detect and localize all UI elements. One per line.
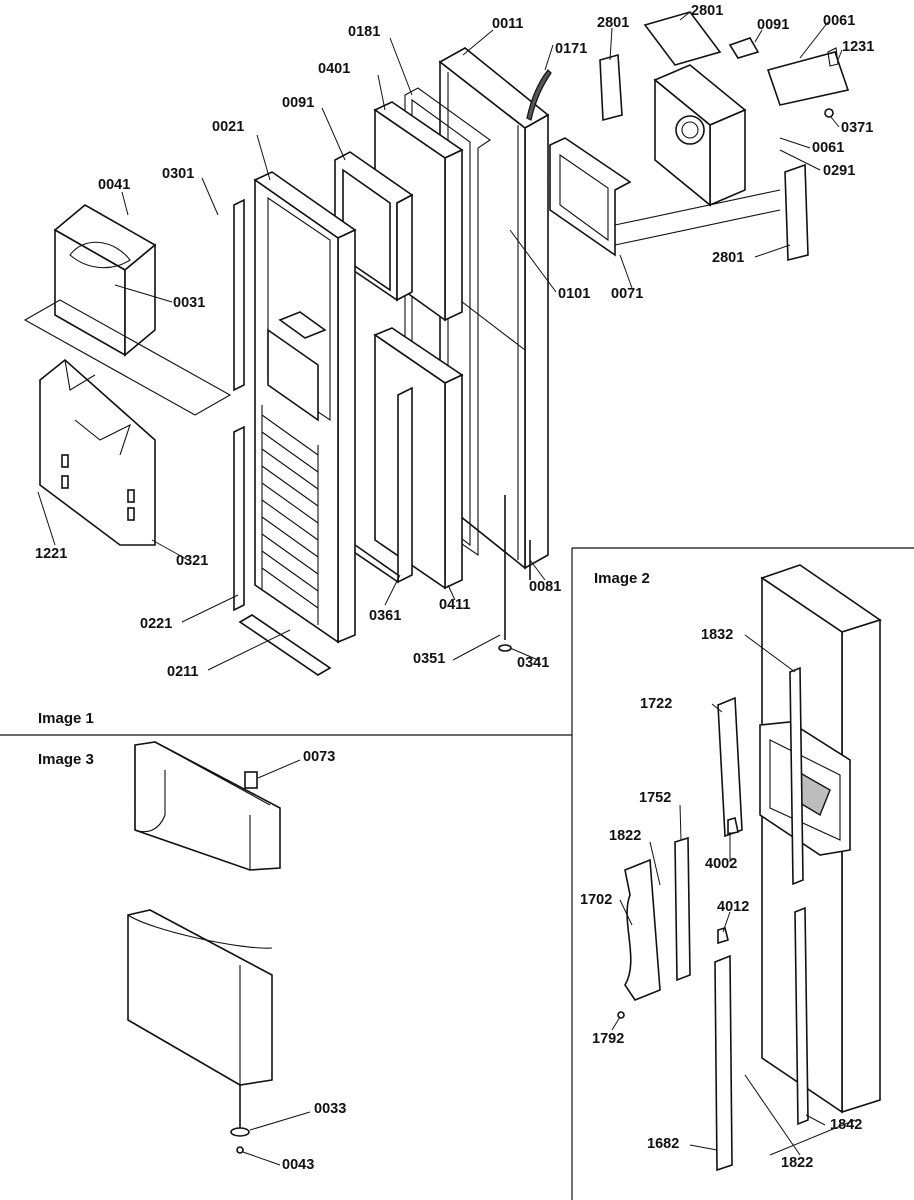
callout-label: 1822	[609, 828, 642, 844]
image1-leader-lines	[37, 11, 843, 671]
callout-label: 1682	[647, 1136, 680, 1152]
dispenser-housing	[23, 204, 232, 416]
callout-label: 0411	[439, 597, 471, 613]
callout-label: 0321	[176, 553, 209, 569]
top-hinge-assembly	[549, 11, 850, 262]
callout-label: 0181	[348, 24, 381, 40]
callout-label: 0011	[492, 16, 524, 32]
callout-label: 0211	[167, 664, 199, 680]
callout-label: 0071	[611, 286, 644, 302]
callout-label: 4012	[717, 899, 750, 915]
image1-door-assembly	[23, 11, 850, 676]
dispenser-panel	[39, 358, 156, 546]
image1-title: Image 1	[38, 710, 94, 727]
image3-leader-lines	[242, 759, 311, 1166]
callout-label: 1832	[701, 627, 734, 643]
callout-label: 1231	[842, 39, 875, 55]
callout-label: 0041	[98, 177, 131, 193]
image2-dispenser-trim	[611, 564, 882, 1172]
callout-label: 0361	[369, 608, 402, 624]
callout-label: 0291	[823, 163, 856, 179]
callout-label: 4002	[705, 856, 738, 872]
callout-label: 0101	[558, 286, 591, 302]
callout-label: 1722	[640, 696, 673, 712]
callout-label: 0061	[823, 13, 856, 29]
image2-leader-lines	[611, 634, 856, 1156]
callout-label: 0061	[812, 140, 845, 156]
image2-title: Image 2	[594, 570, 650, 587]
callout-label: 0351	[413, 651, 446, 667]
callout-label: 0341	[517, 655, 550, 671]
callout-label: 2801	[691, 3, 724, 19]
callout-label: 0371	[841, 120, 874, 136]
panel-borders	[0, 547, 914, 1200]
callout-label: 1752	[639, 790, 672, 806]
image3-title: Image 3	[38, 751, 94, 768]
callout-label: 1702	[580, 892, 613, 908]
callout-label: 0171	[555, 41, 588, 57]
callout-label: 0081	[529, 579, 562, 595]
callout-label: 1822	[781, 1155, 814, 1171]
hinge-strips	[233, 198, 332, 676]
callout-label: 1221	[35, 546, 68, 562]
callout-label: 0091	[757, 17, 790, 33]
door-shelves	[261, 405, 319, 625]
callout-label: 1842	[830, 1117, 863, 1133]
callout-label: 0301	[162, 166, 195, 182]
callout-label: 0221	[140, 616, 173, 632]
door-inner-panel	[253, 171, 357, 644]
callout-label: 2801	[712, 250, 745, 266]
callout-label: 0073	[303, 749, 336, 765]
callout-label: 0043	[282, 1157, 315, 1173]
callout-label: 0031	[173, 295, 206, 311]
callout-label: 0401	[318, 61, 351, 77]
callout-label: 0021	[212, 119, 245, 135]
image3-housing-pieces	[127, 741, 311, 1166]
callout-label: 0033	[314, 1101, 347, 1117]
callout-label: 2801	[597, 15, 630, 31]
hinge-rod	[498, 495, 531, 652]
callout-label: 1792	[592, 1031, 625, 1047]
callout-label: 0091	[282, 95, 315, 111]
